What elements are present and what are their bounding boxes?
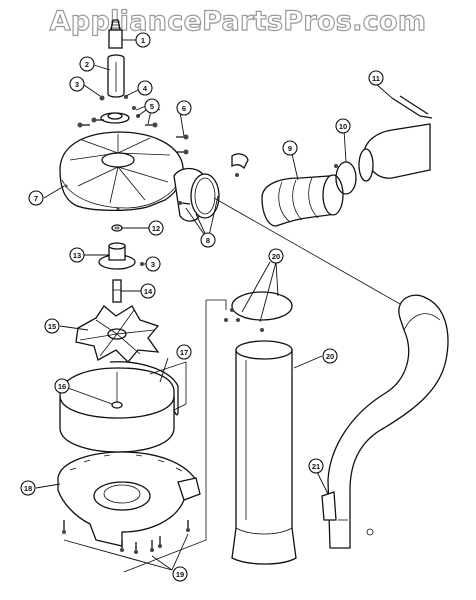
- part-tube-clamp: [224, 291, 293, 332]
- svg-text:14: 14: [144, 287, 153, 296]
- callout-8: 8: [200, 232, 216, 248]
- callout-14: 14: [140, 283, 156, 299]
- svg-text:3: 3: [75, 80, 79, 89]
- callout-11: 11: [368, 70, 384, 86]
- svg-text:19: 19: [176, 570, 184, 579]
- svg-text:15: 15: [48, 322, 56, 331]
- callout-20-tube: 20: [322, 348, 338, 364]
- part-screws-6: [77, 117, 189, 155]
- callout-6: 6: [176, 100, 192, 116]
- svg-text:16: 16: [58, 382, 66, 391]
- callout-1: 1: [135, 32, 151, 48]
- callout-7: 7: [28, 190, 44, 206]
- callout-21: 21: [308, 458, 324, 474]
- part-curved-chute: [321, 294, 449, 549]
- callout-16: 16: [54, 378, 70, 394]
- part-washer: [111, 224, 123, 232]
- svg-text:9: 9: [288, 144, 292, 153]
- svg-text:8: 8: [206, 236, 210, 245]
- part-hub: [98, 242, 144, 270]
- part-shaft-top: [108, 19, 123, 49]
- part-center-fastener: [111, 372, 123, 409]
- svg-text:3: 3: [151, 260, 155, 269]
- svg-text:6: 6: [182, 104, 186, 113]
- svg-text:13: 13: [73, 251, 81, 260]
- callout-4: 4: [137, 80, 153, 96]
- part-lower-housing: [57, 451, 201, 547]
- callout-5: 5: [144, 98, 160, 114]
- part-impeller: [75, 305, 160, 363]
- part-hub-plate: [100, 112, 130, 124]
- part-wrap-band: [59, 361, 187, 453]
- part-shaft: [112, 279, 122, 303]
- callout-3-lower: 3: [145, 256, 161, 272]
- part-discharge-tube: [231, 340, 297, 565]
- svg-text:4: 4: [143, 84, 148, 93]
- svg-text:5: 5: [150, 102, 154, 111]
- callout-15: 15: [44, 318, 60, 334]
- callout-2: 2: [79, 56, 95, 72]
- callout-18: 18: [20, 480, 36, 496]
- callout-19: 19: [172, 566, 188, 582]
- part-elbow-duct: [261, 174, 344, 227]
- assembly-connector-lines: [123, 197, 401, 573]
- part-flex-hose: [358, 95, 433, 182]
- svg-text:17: 17: [180, 348, 188, 357]
- callout-10: 10: [335, 118, 351, 134]
- part-clamp-bracket: [173, 153, 249, 222]
- svg-text:1: 1: [141, 36, 145, 45]
- svg-text:7: 7: [34, 194, 38, 203]
- part-sleeve: [107, 54, 125, 98]
- svg-text:21: 21: [312, 462, 320, 471]
- svg-text:18: 18: [24, 484, 32, 493]
- svg-text:12: 12: [152, 224, 160, 233]
- svg-text:20: 20: [326, 352, 334, 361]
- callout-9: 9: [282, 140, 298, 156]
- leader-lines: [35, 39, 393, 571]
- part-upper-housing: [59, 131, 184, 212]
- part-screws-19: [62, 520, 190, 554]
- callout-20-clamp: 20: [268, 248, 284, 264]
- callout-17: 17: [176, 344, 192, 360]
- svg-text:20: 20: [272, 252, 280, 261]
- svg-text:11: 11: [372, 74, 380, 83]
- callout-3-upper: 3: [69, 76, 85, 92]
- svg-text:2: 2: [85, 60, 89, 69]
- callout-13: 13: [69, 247, 85, 263]
- callout-12: 12: [148, 220, 164, 236]
- svg-text:10: 10: [339, 122, 347, 131]
